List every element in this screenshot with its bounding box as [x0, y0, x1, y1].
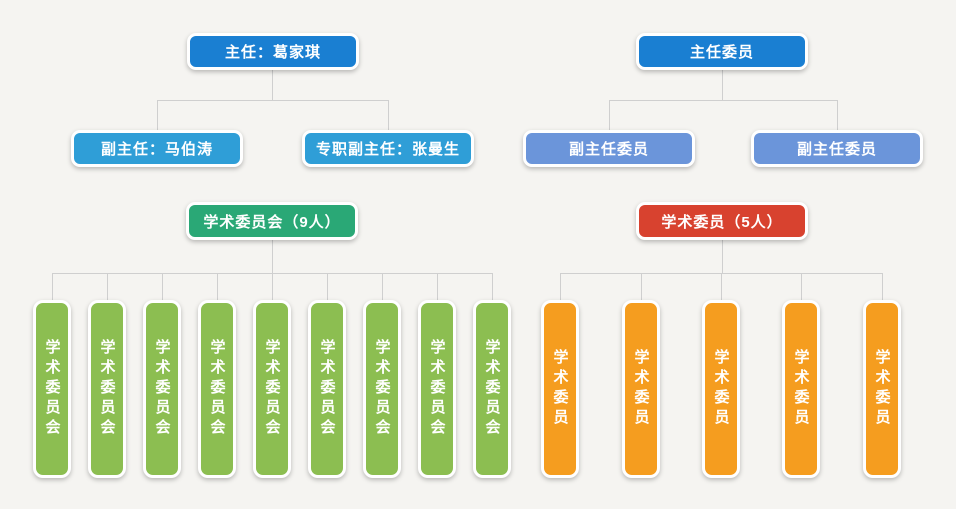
node-academic-member: 学术委员 — [541, 300, 579, 478]
node-academic-member: 学术委员 — [622, 300, 660, 478]
connector-line — [722, 69, 723, 100]
node-chair-member: 主任委员 — [636, 33, 808, 70]
node-committee-member: 学术委员会 — [33, 300, 71, 478]
node-committee-member: 学术委员会 — [198, 300, 236, 478]
connector-line — [382, 273, 383, 300]
node-committee-member: 学术委员会 — [418, 300, 456, 478]
node-committee-member: 学术委员会 — [253, 300, 291, 478]
connector-line — [162, 273, 163, 300]
node-academic-member: 学术委员 — [702, 300, 740, 478]
connector-line — [437, 273, 438, 300]
connector-line — [157, 100, 158, 130]
connector-line — [609, 100, 837, 101]
connector-line — [641, 273, 642, 300]
node-director: 主任：葛家琪 — [187, 33, 359, 70]
connector-line — [882, 273, 883, 300]
node-academic-member: 学术委员 — [863, 300, 901, 478]
node-academic-members-header: 学术委员（5人） — [636, 202, 808, 240]
connector-line — [107, 273, 108, 300]
connector-line — [272, 273, 273, 300]
connector-line — [327, 273, 328, 300]
node-vice-chair-member-1: 副主任委员 — [523, 130, 695, 167]
connector-line — [837, 100, 838, 130]
node-committee-member: 学术委员会 — [363, 300, 401, 478]
connector-line — [272, 240, 273, 273]
node-vice-chair-member-2: 副主任委员 — [751, 130, 923, 167]
connector-line — [272, 69, 273, 100]
node-committee-member: 学术委员会 — [143, 300, 181, 478]
connector-line — [217, 273, 218, 300]
connector-line — [560, 273, 561, 300]
node-academic-committee-header: 学术委员会（9人） — [186, 202, 358, 240]
node-committee-member: 学术委员会 — [88, 300, 126, 478]
node-committee-member: 学术委员会 — [308, 300, 346, 478]
node-deputy-director-2: 专职副主任：张曼生 — [302, 130, 474, 167]
node-academic-member: 学术委员 — [782, 300, 820, 478]
connector-line — [492, 273, 493, 300]
connector-line — [722, 240, 723, 273]
connector-line — [388, 100, 389, 130]
node-committee-member: 学术委员会 — [473, 300, 511, 478]
connector-line — [52, 273, 53, 300]
connector-line — [801, 273, 802, 300]
connector-line — [721, 273, 722, 300]
connector-line — [609, 100, 610, 130]
node-deputy-director-1: 副主任：马伯涛 — [71, 130, 243, 167]
connector-line — [157, 100, 388, 101]
